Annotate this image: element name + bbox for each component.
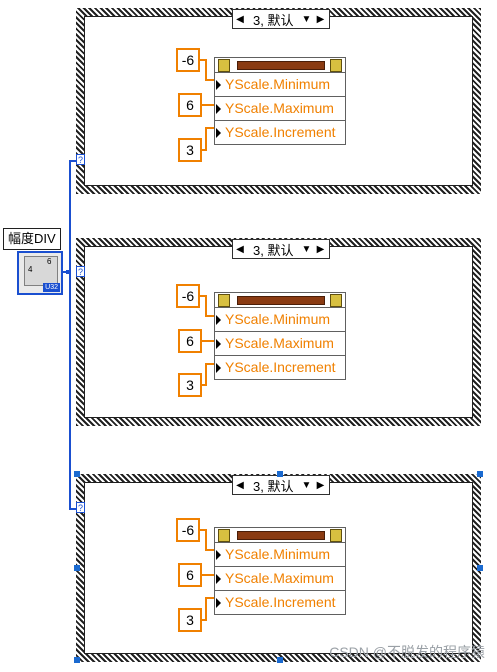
property-item[interactable]: YScale.Maximum [215, 97, 345, 121]
increment-arrow-icon[interactable]: ▶ [316, 13, 325, 25]
property-node[interactable]: YScale.Minimum YScale.Maximum YScale.Inc… [214, 292, 346, 380]
numeric-wire[interactable] [200, 295, 206, 297]
numeric-wire[interactable] [205, 597, 207, 621]
case-selector[interactable]: ◀ 3, 默认 ▼ ▶ [232, 475, 330, 495]
numeric-wire[interactable] [205, 529, 207, 551]
property-label: YScale.Maximum [225, 570, 334, 586]
selection-handle[interactable] [277, 471, 283, 477]
wire-junction [66, 270, 71, 274]
numeric-wire[interactable] [205, 79, 215, 81]
property-label: YScale.Increment [225, 124, 336, 140]
numeric-constant[interactable]: 3 [178, 373, 202, 397]
case-selector-tunnel[interactable]: ? [76, 502, 85, 513]
chevron-down-icon[interactable]: ▼ [301, 243, 312, 255]
watermark: CSDN @不脱发的程序猿 [329, 644, 485, 660]
numeric-wire[interactable] [205, 127, 207, 151]
property-label: YScale.Maximum [225, 335, 334, 351]
selection-handle[interactable] [74, 657, 80, 663]
chevron-down-icon[interactable]: ▼ [301, 13, 312, 25]
numeric-wire[interactable] [205, 363, 207, 386]
property-item[interactable]: YScale.Minimum [215, 308, 345, 332]
dial-control-terminal[interactable]: 4 6 U32 [17, 251, 63, 295]
selection-handle[interactable] [277, 657, 283, 663]
property-item[interactable]: YScale.Increment [215, 356, 345, 379]
integer-wire[interactable] [69, 508, 77, 510]
selection-handle[interactable] [477, 471, 483, 477]
property-node-reference [215, 293, 345, 308]
numeric-wire[interactable] [202, 384, 207, 386]
numeric-constant[interactable]: -6 [176, 284, 200, 308]
property-node[interactable]: YScale.Minimum YScale.Maximum YScale.Inc… [214, 57, 346, 145]
numeric-wire[interactable] [202, 340, 215, 342]
numeric-wire[interactable] [205, 315, 215, 317]
numeric-wire[interactable] [205, 549, 215, 551]
numeric-wire[interactable] [205, 597, 215, 599]
case-selector-tunnel[interactable]: ? [76, 266, 85, 277]
property-label: YScale.Minimum [225, 76, 331, 92]
decrement-arrow-icon[interactable]: ◀ [236, 479, 244, 491]
property-item[interactable]: YScale.Increment [215, 591, 345, 614]
property-label: YScale.Increment [225, 359, 336, 375]
decrement-arrow-icon[interactable]: ◀ [236, 243, 244, 255]
case-selector-label: 3, 默认 [253, 12, 294, 28]
property-node-reference [215, 528, 345, 543]
decrement-arrow-icon[interactable]: ◀ [236, 13, 244, 25]
property-item[interactable]: YScale.Maximum [215, 332, 345, 356]
numeric-wire[interactable] [202, 149, 207, 151]
numeric-constant[interactable]: 6 [178, 329, 202, 353]
property-node-reference [215, 58, 345, 73]
numeric-wire[interactable] [202, 104, 215, 106]
selection-handle[interactable] [477, 565, 483, 571]
dial-tick-label: 4 [28, 265, 33, 274]
dial-tick-label: 6 [47, 257, 52, 266]
property-label: YScale.Minimum [225, 546, 331, 562]
numeric-constant[interactable]: -6 [176, 518, 200, 542]
numeric-wire[interactable] [202, 619, 207, 621]
property-item[interactable]: YScale.Minimum [215, 73, 345, 97]
numeric-wire[interactable] [205, 127, 215, 129]
numeric-constant[interactable]: 6 [178, 563, 202, 587]
case-selector[interactable]: ◀ 3, 默认 ▼ ▶ [232, 9, 330, 29]
case-selector-tunnel[interactable]: ? [76, 154, 85, 165]
case-selector[interactable]: ◀ 3, 默认 ▼ ▶ [232, 239, 330, 259]
numeric-wire[interactable] [200, 59, 206, 61]
case-selector-label: 3, 默认 [253, 478, 294, 494]
property-label: YScale.Minimum [225, 311, 331, 327]
integer-wire[interactable] [69, 160, 71, 510]
selection-handle[interactable] [74, 565, 80, 571]
control-label[interactable]: 幅度DIV [3, 228, 61, 250]
property-node[interactable]: YScale.Minimum YScale.Maximum YScale.Inc… [214, 527, 346, 615]
selection-handle[interactable] [74, 471, 80, 477]
numeric-wire[interactable] [205, 295, 207, 317]
numeric-constant[interactable]: 6 [178, 93, 202, 117]
numeric-constant[interactable]: 3 [178, 608, 202, 632]
numeric-constant[interactable]: 3 [178, 138, 202, 162]
chevron-down-icon[interactable]: ▼ [301, 479, 312, 491]
numeric-wire[interactable] [200, 529, 206, 531]
increment-arrow-icon[interactable]: ▶ [316, 243, 325, 255]
property-item[interactable]: YScale.Minimum [215, 543, 345, 567]
dial-icon [24, 256, 58, 286]
property-item[interactable]: YScale.Maximum [215, 567, 345, 591]
property-label: YScale.Increment [225, 594, 336, 610]
property-label: YScale.Maximum [225, 100, 334, 116]
numeric-wire[interactable] [202, 574, 215, 576]
case-selector-label: 3, 默认 [253, 242, 294, 258]
numeric-constant[interactable]: -6 [176, 48, 200, 72]
integer-wire[interactable] [69, 160, 77, 162]
numeric-wire[interactable] [205, 363, 215, 365]
property-item[interactable]: YScale.Increment [215, 121, 345, 144]
type-badge: U32 [43, 283, 60, 292]
increment-arrow-icon[interactable]: ▶ [316, 479, 325, 491]
numeric-wire[interactable] [205, 59, 207, 81]
